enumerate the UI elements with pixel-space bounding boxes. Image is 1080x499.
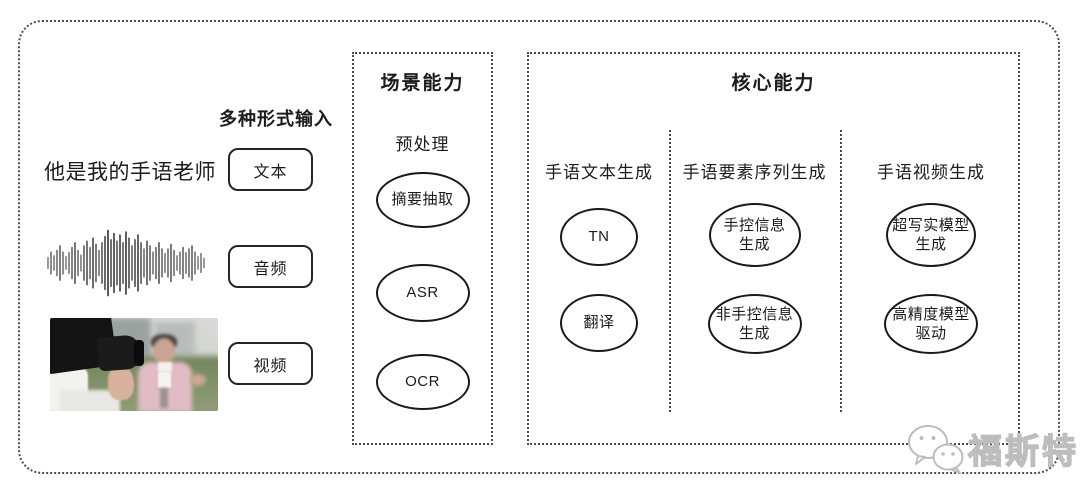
photo-reporter-head [153, 338, 175, 364]
watermark: 福斯特 [906, 422, 1079, 474]
node-tn: TN [560, 208, 638, 266]
column-header: 手语要素序列生成 [682, 163, 827, 182]
wechat-bubbles-icon [908, 425, 964, 474]
node-asr: ASR [375, 264, 470, 322]
column-sign-element-sequence-generation: 手语要素序列生成 手控信息 生成 非手控信息 生成 [669, 54, 840, 443]
preprocess-label: 预处理 [395, 135, 450, 154]
input-type-text-label: 文本 [253, 163, 288, 181]
node-translation: 翻译 [560, 294, 638, 352]
node-manual-info-generation: 手控信息 生成 [708, 203, 801, 267]
outer-border [18, 20, 1060, 474]
input-type-audio-box: 音频 [228, 245, 313, 288]
core-capability-title: 核心能力 [731, 73, 816, 94]
scene-capability-box: 场景能力 预处理 摘要抽取 ASR OCR [352, 52, 493, 445]
node-ocr: OCR [375, 354, 470, 410]
photo-microphone-handle [160, 388, 168, 408]
node-non-manual-info-generation: 非手控信息 生成 [707, 294, 802, 354]
sample-sentence-text: 他是我的手语老师 [44, 161, 216, 184]
photo-cameraman-shoulder [60, 390, 120, 411]
audio-waveform-icon [47, 229, 205, 297]
input-type-audio-label: 音频 [253, 260, 288, 278]
column-sign-text-generation: 手语文本生成 TN 翻译 [529, 54, 669, 443]
core-capability-box: 核心能力 手语文本生成 TN 翻译 手语要素序列生成 手控信息 生成 非手控信息… [527, 52, 1020, 445]
photo-camera-lens-ring [134, 340, 144, 366]
column-divider [669, 130, 671, 412]
interview-video-thumbnail [50, 318, 218, 411]
photo-reporter-collar [158, 362, 172, 372]
input-section-title: 多种形式输入 [219, 109, 333, 129]
photo-reporter-hand [190, 374, 206, 386]
column-sign-video-generation: 手语视频生成 超写实模型 生成 高精度模型 驱动 [840, 54, 1022, 443]
node-hyperrealistic-model-generation: 超写实模型 生成 [886, 203, 976, 267]
node-summary-extraction: 摘要抽取 [375, 172, 470, 228]
node-high-precision-model-driving: 高精度模型 驱动 [884, 294, 978, 354]
scene-capability-title: 场景能力 [380, 73, 465, 94]
input-type-video-box: 视频 [228, 342, 313, 385]
photo-microphone [158, 372, 171, 388]
watermark-text: 福斯特 [967, 432, 1079, 471]
photo-cameraman-hand [108, 366, 134, 400]
column-header: 手语视频生成 [877, 163, 985, 182]
column-divider [840, 130, 842, 412]
input-type-video-label: 视频 [253, 357, 288, 375]
column-header: 手语文本生成 [545, 163, 653, 182]
input-type-text-box: 文本 [228, 148, 313, 191]
